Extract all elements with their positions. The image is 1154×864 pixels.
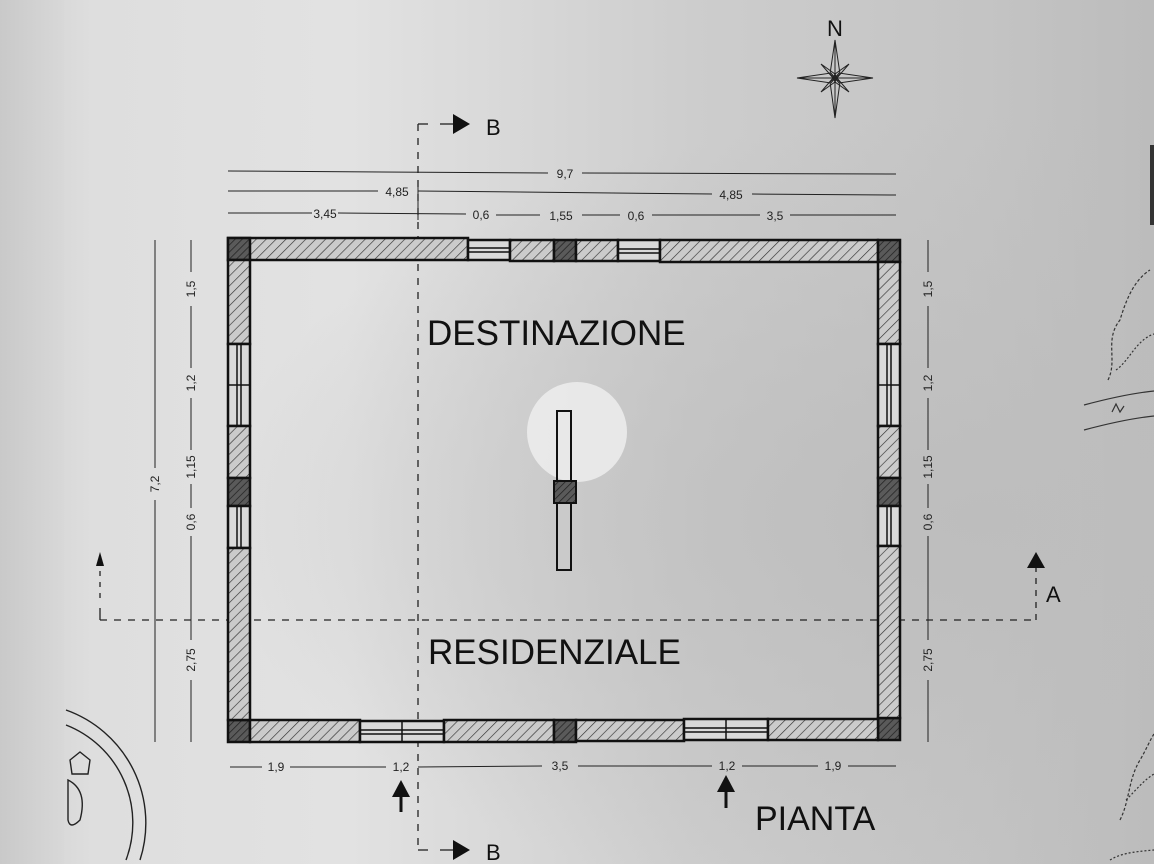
dim-right-seg-1: 1,5 xyxy=(921,280,935,297)
dim-right-seg-5: 2,75 xyxy=(921,648,935,672)
dim-top-seg-1: 3,45 xyxy=(313,207,337,221)
section-b-bottom-arrow-icon xyxy=(453,840,470,860)
light-reflection-spot xyxy=(527,382,627,482)
dim-left-seg-5: 2,75 xyxy=(184,648,198,672)
compass-rose-icon: N xyxy=(796,16,874,119)
dim-top-seg-3: 1,55 xyxy=(549,209,573,223)
dim-right-seg-4: 0,6 xyxy=(921,513,935,530)
dim-left-seg-2: 1,2 xyxy=(184,374,198,391)
dim-left-seg-4: 0,6 xyxy=(184,513,198,530)
entrance-arrow-left-icon xyxy=(392,780,410,812)
north-label: N xyxy=(827,16,843,41)
dimension-left xyxy=(154,240,192,742)
section-a-left-arrow-icon xyxy=(96,552,104,566)
dim-left-seg-3: 1,15 xyxy=(184,455,198,479)
building-walls xyxy=(226,236,902,744)
dim-left-seg-1: 1,5 xyxy=(184,280,198,297)
frame-edge xyxy=(1150,145,1154,225)
dim-bottom-seg-3: 3,5 xyxy=(552,759,569,773)
tree-sketch-icon xyxy=(1083,269,1154,861)
section-b-top-label: B xyxy=(486,115,501,140)
section-a-label: A xyxy=(1046,582,1061,607)
dim-top-seg-2: 0,6 xyxy=(473,208,490,222)
dimension-bottom xyxy=(230,765,896,768)
dim-bottom-seg-5: 1,9 xyxy=(825,759,842,773)
dim-top-half-left: 4,85 xyxy=(385,185,409,199)
central-partition-wall xyxy=(553,410,577,571)
section-b-top-arrow-icon xyxy=(453,114,470,134)
entrance-arrow-right-icon xyxy=(717,775,735,808)
dim-left-overall: 7,2 xyxy=(148,475,162,492)
dim-bottom-seg-1: 1,9 xyxy=(268,760,285,774)
dim-right-seg-2: 1,2 xyxy=(921,374,935,391)
dim-right-seg-3: 1,15 xyxy=(921,455,935,479)
dim-bottom-seg-2: 1,2 xyxy=(393,760,410,774)
section-a-right-arrow-icon xyxy=(1027,552,1045,568)
room-label-residenziale: RESIDENZIALE xyxy=(428,633,681,672)
municipal-stamp-icon xyxy=(65,709,147,861)
dim-top-seg-4: 0,6 xyxy=(628,209,645,223)
dimension-top xyxy=(227,170,897,220)
dim-top-seg-5: 3,5 xyxy=(767,209,784,223)
dim-bottom-seg-4: 1,2 xyxy=(719,759,736,773)
dim-top-overall: 9,7 xyxy=(557,167,574,181)
room-label-destinazione: DESTINAZIONE xyxy=(427,314,686,353)
dim-top-half-right: 4,85 xyxy=(719,188,743,202)
section-line-a xyxy=(99,566,1037,621)
drawing-title: PIANTA xyxy=(755,800,876,838)
section-b-bottom-label: B xyxy=(486,840,501,864)
paper-left-edge xyxy=(0,0,64,864)
